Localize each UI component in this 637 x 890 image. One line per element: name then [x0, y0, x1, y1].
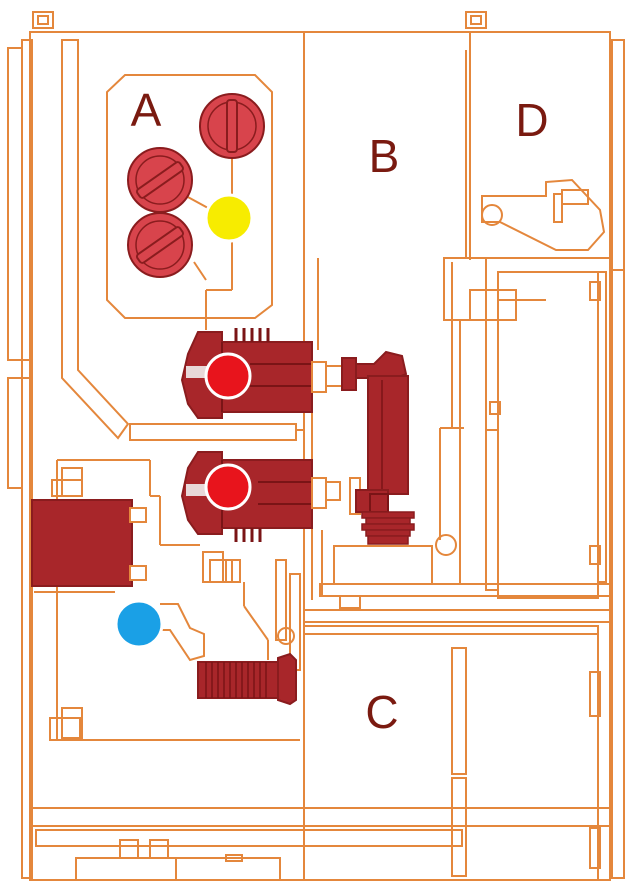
- cabinet-outline: [7, 11, 625, 881]
- zone-label-a: A: [131, 84, 162, 136]
- fuse-middle: [127, 147, 193, 213]
- zone-label-c: C: [365, 686, 398, 738]
- blue-indicator: [114, 599, 164, 649]
- lower-contact-assembly: [180, 451, 341, 542]
- zone-label-b: B: [369, 130, 400, 182]
- red-indicator-lower: [204, 463, 252, 511]
- yellow-indicator: [204, 193, 254, 243]
- zone-label-d: D: [515, 94, 548, 146]
- fuse-group: [127, 93, 265, 330]
- actuator-column: [341, 350, 415, 545]
- current-transformer: [31, 499, 147, 587]
- fuse-bottom: [127, 212, 193, 278]
- red-indicator-upper: [204, 352, 252, 400]
- lower-insulator: [197, 652, 297, 706]
- upper-contact-assembly: [180, 328, 343, 419]
- fuse-top: [199, 93, 265, 159]
